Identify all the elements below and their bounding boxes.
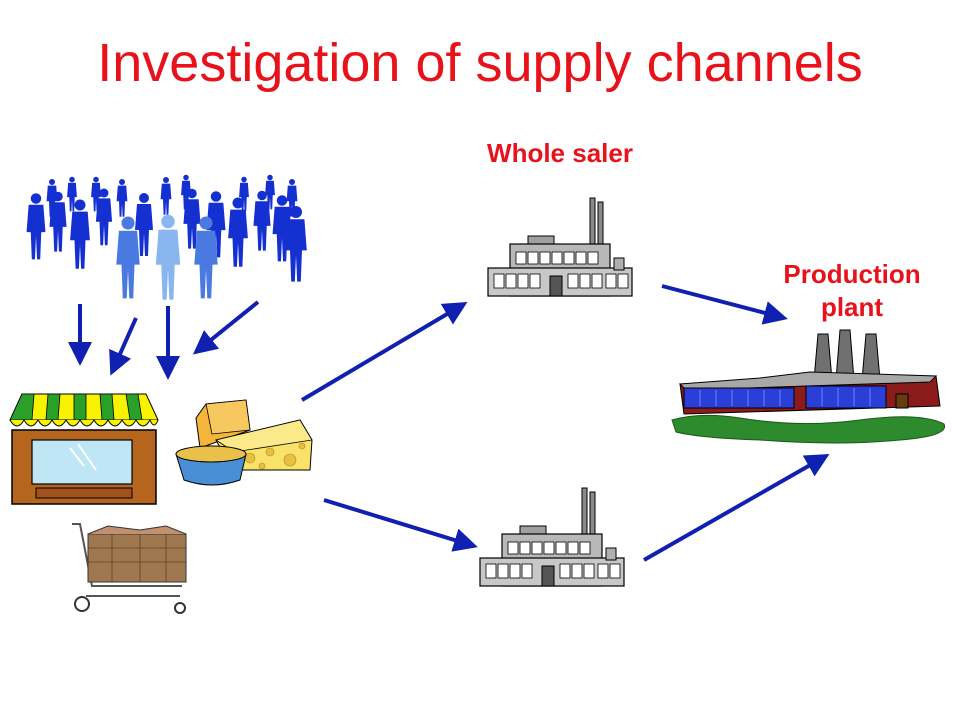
arrow-wholesaler-bottom-to-plant — [643, 454, 830, 562]
cheese-and-bowl-icon — [175, 399, 313, 486]
factory-building-icon — [479, 487, 625, 587]
arrow-consumers-to-shop-2 — [109, 317, 138, 376]
shopping-cart-icon — [72, 523, 187, 614]
factory-building-icon — [487, 197, 633, 297]
arrow-retail-to-wholesaler-bottom — [323, 498, 478, 552]
arrow-consumers-to-food — [192, 300, 260, 355]
arrow-wholesaler-top-to-plant — [661, 284, 788, 325]
flow-arrows — [68, 284, 830, 562]
production-plant-label: Production plant — [752, 258, 952, 323]
page-title: Investigation of supply channels — [97, 33, 863, 93]
crowd-of-people-icon — [26, 174, 307, 300]
production-plant-label-line1: Production — [783, 259, 921, 289]
arrow-retail-to-wholesaler-top — [300, 301, 468, 402]
shop-storefront-icon — [9, 393, 159, 505]
production-plant-icon — [671, 329, 946, 444]
wholesaler-label: Whole saler — [487, 138, 633, 168]
production-plant-label-line2: plant — [820, 291, 884, 322]
